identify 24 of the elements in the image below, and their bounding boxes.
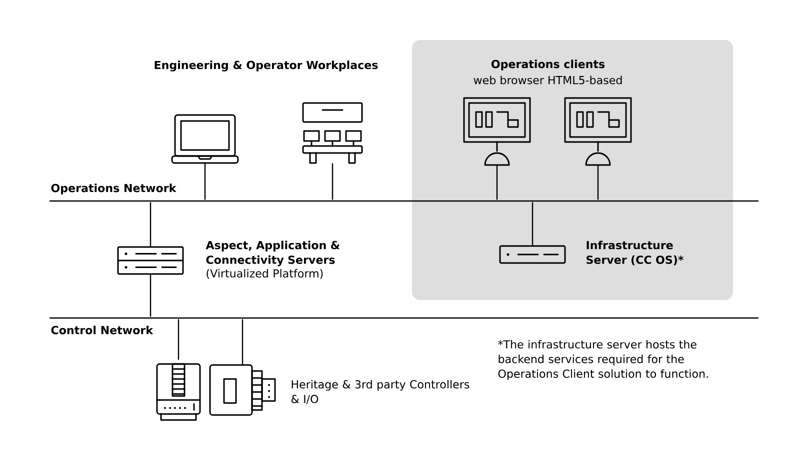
network-label: Control Network (51, 326, 154, 334)
connector-line (496, 165, 498, 200)
group-subheading: web browser HTML5-based (474, 76, 622, 84)
connector-line (597, 165, 599, 200)
network-label: Operations Network (51, 184, 176, 194)
connector-line (150, 202, 152, 247)
controller-label: Heritage & 3rd party Controllers & I/O (291, 380, 470, 404)
controller-icon (209, 364, 276, 416)
monitor-icon (463, 97, 531, 166)
server-label: (Virtualized Platform) (206, 269, 323, 279)
workstation-icon (302, 102, 363, 164)
connector-line (204, 163, 206, 200)
connector-line (150, 274, 152, 317)
connector-line (178, 319, 180, 360)
laptop-icon (171, 114, 239, 164)
controller-icon (156, 363, 201, 421)
connector-line (532, 202, 534, 246)
server-label: Aspect, Application & Connectivity Servers (206, 240, 340, 266)
connector-line (242, 319, 244, 365)
monitor-icon (564, 97, 632, 166)
group-heading: Operations clients (491, 60, 605, 70)
section-heading: Engineering & Operator Workplaces (154, 60, 378, 72)
server-label: Infrastructure Server (CC OS)* (586, 240, 684, 266)
connector-line (332, 163, 334, 200)
